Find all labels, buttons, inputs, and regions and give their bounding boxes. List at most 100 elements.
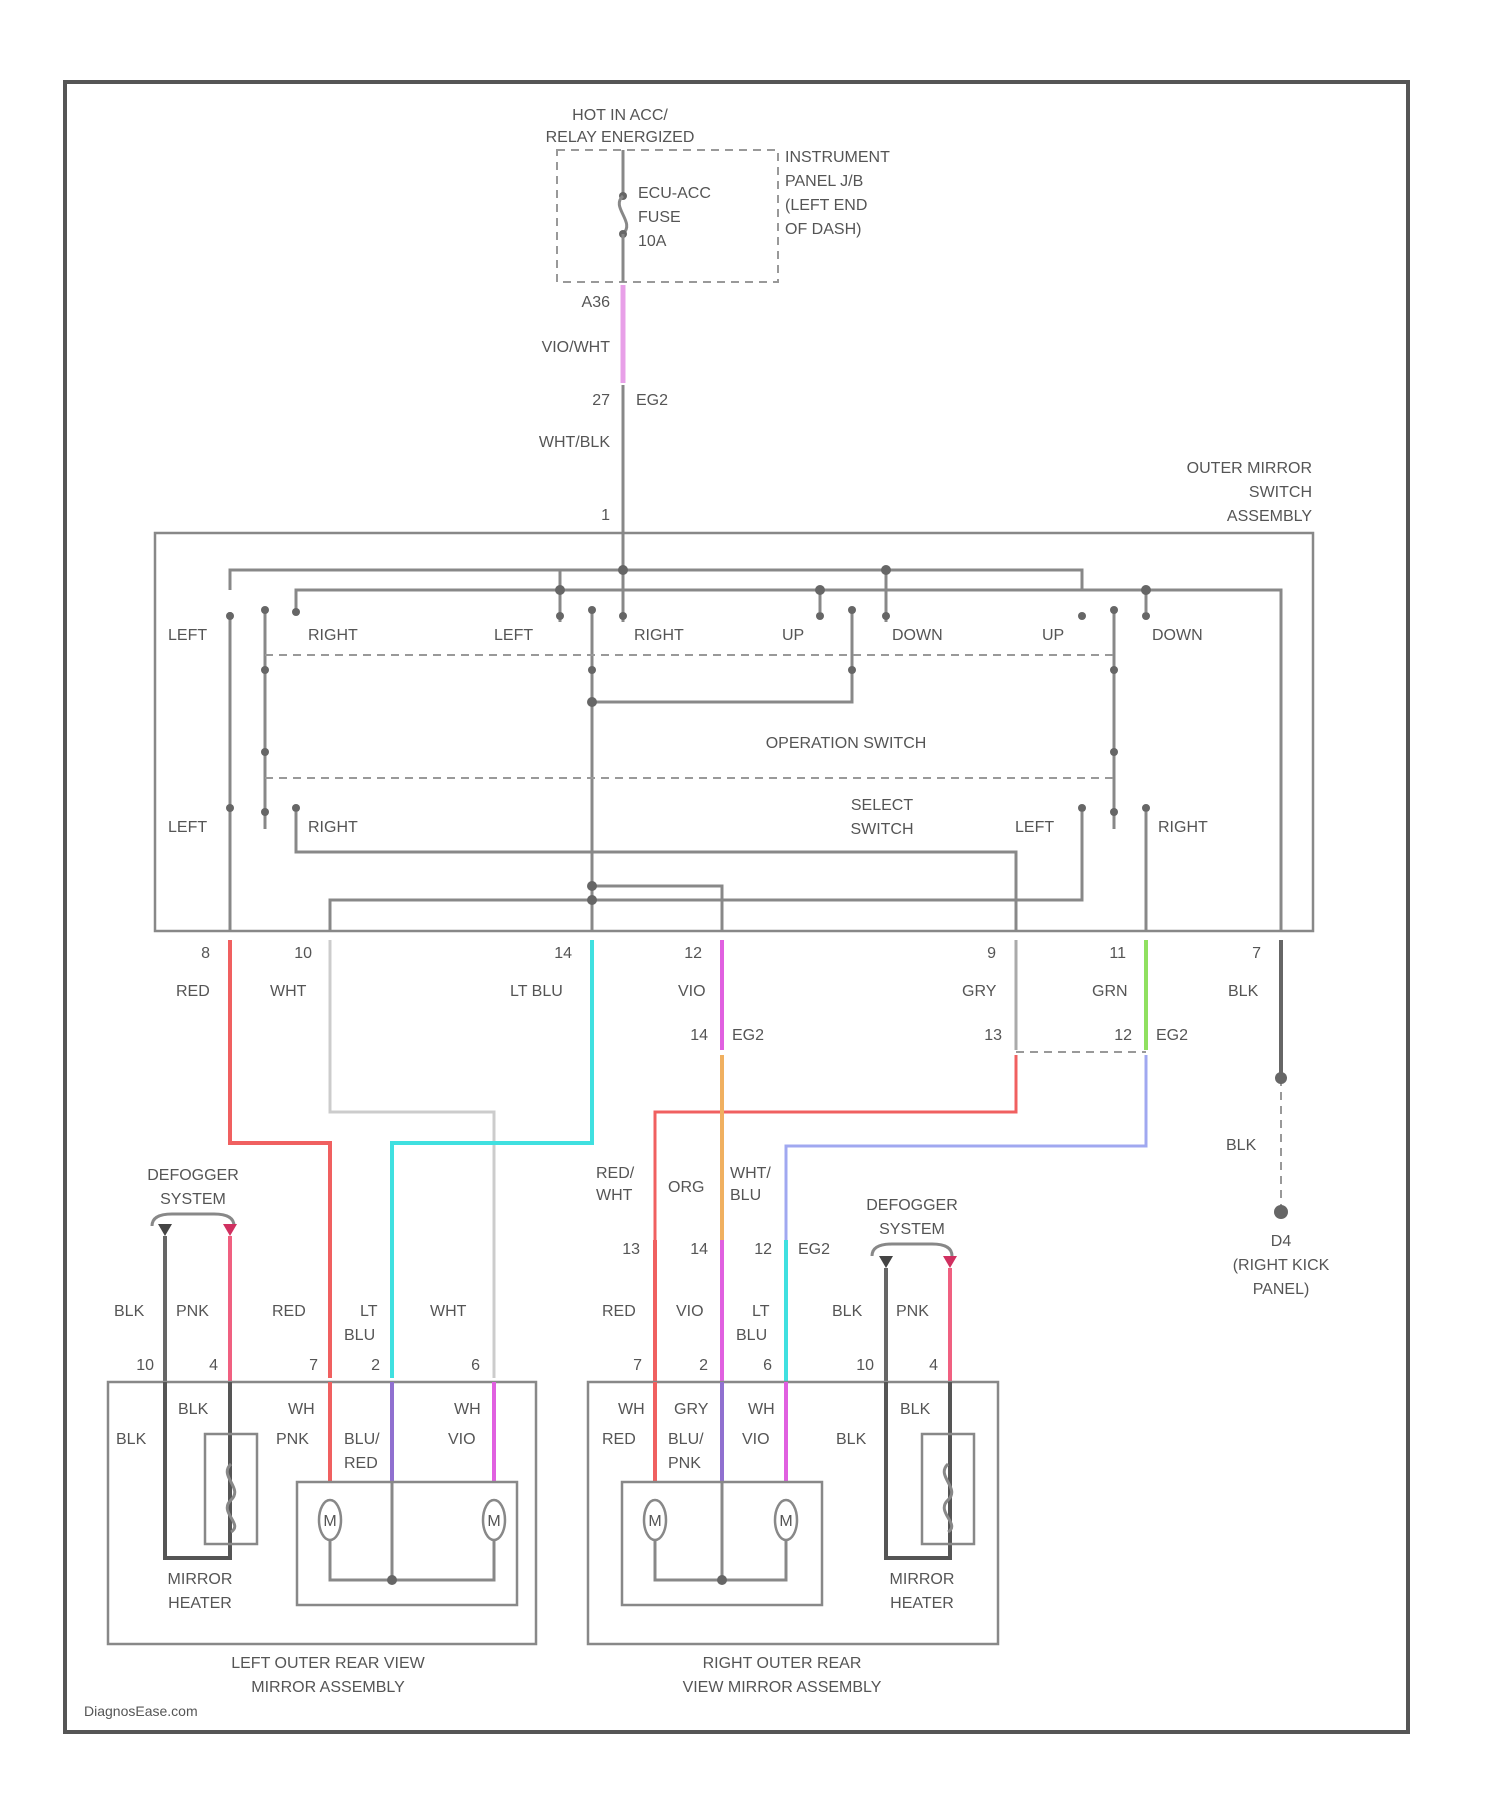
defogger-left-arrow-pnk xyxy=(223,1224,237,1236)
switch-internal-wiring xyxy=(230,533,1281,931)
wire-wht-blu-label-2: BLU xyxy=(730,1187,761,1204)
right-inner-blk-1: BLK xyxy=(900,1401,931,1418)
left-pin-6: 6 xyxy=(471,1357,480,1374)
left-pin-2: 2 xyxy=(371,1357,380,1374)
wire-blk-label-1: BLK xyxy=(1228,983,1259,1000)
right-motor-1-label: M xyxy=(648,1513,661,1530)
wire-wht-blu-right xyxy=(786,1055,1146,1240)
select-switch-label-2: SWITCH xyxy=(850,821,913,838)
left-heater-label-2: HEATER xyxy=(168,1595,232,1612)
operation-switch-label: OPERATION SWITCH xyxy=(766,735,927,752)
op-right-1: RIGHT xyxy=(308,627,358,644)
defogger-left-arrow-blk xyxy=(158,1224,172,1236)
fuse-symbol xyxy=(619,196,627,234)
right-inner-blu: BLU/ xyxy=(668,1431,704,1448)
select-switch-label-1: SELECT xyxy=(851,797,913,814)
connector-eg2-label-mid2: EG2 xyxy=(1156,1027,1188,1044)
right-vio-label: VIO xyxy=(676,1303,704,1320)
pin-10: 10 xyxy=(294,945,312,962)
left-inner-wh-1: WH xyxy=(288,1401,315,1418)
fuse-label-2: FUSE xyxy=(638,209,681,226)
right-pin-2: 2 xyxy=(699,1357,708,1374)
wire-lt-blu-label-1: LT BLU xyxy=(510,983,563,1000)
wire-blk-label-2: BLK xyxy=(1226,1137,1257,1154)
left-pin-4: 4 xyxy=(209,1357,218,1374)
wire-wht-left xyxy=(330,940,494,1378)
right-inner-wh-2: WH xyxy=(748,1401,775,1418)
op-left-2: LEFT xyxy=(494,627,533,644)
left-motor-common xyxy=(330,1540,494,1580)
left-inner-blk-1: BLK xyxy=(178,1401,209,1418)
pin-13-eg2: 13 xyxy=(984,1027,1002,1044)
ipjb-label-2: PANEL J/B xyxy=(785,173,863,190)
ground-loc-1: (RIGHT KICK xyxy=(1233,1257,1330,1274)
defogger-right-line2: SYSTEM xyxy=(879,1221,945,1238)
left-blu-label: BLU xyxy=(344,1327,375,1344)
left-pin-7: 7 xyxy=(309,1357,318,1374)
pin-7: 7 xyxy=(1252,945,1261,962)
pin-14-eg2: 14 xyxy=(690,1027,708,1044)
wire-wht-blk-label: WHT/BLK xyxy=(539,434,610,451)
select-left-2: LEFT xyxy=(1015,819,1054,836)
select-right-1: RIGHT xyxy=(308,819,358,836)
defogger-left-line2: SYSTEM xyxy=(160,1191,226,1208)
fuse-label-1: ECU-ACC xyxy=(638,185,711,202)
pin-12-right: 12 xyxy=(754,1241,772,1258)
right-inner-wh-1: WH xyxy=(618,1401,645,1418)
defogger-right-arrow-blk xyxy=(879,1256,893,1268)
right-red-label: RED xyxy=(602,1303,636,1320)
right-pin-6: 6 xyxy=(763,1357,772,1374)
op-right-2: RIGHT xyxy=(634,627,684,644)
wire-gry-label: GRY xyxy=(962,983,997,1000)
watermark: DiagnosEase.com xyxy=(84,1703,198,1719)
left-pin-10: 10 xyxy=(136,1357,154,1374)
hot-label-line2: RELAY ENERGIZED xyxy=(546,129,695,146)
right-blu-label: BLU xyxy=(736,1327,767,1344)
pin-11: 11 xyxy=(1109,945,1126,962)
ground-d4-label: D4 xyxy=(1271,1233,1292,1250)
left-wht-label: WHT xyxy=(430,1303,467,1320)
left-mirror-title-2: MIRROR ASSEMBLY xyxy=(251,1679,405,1696)
hot-label-line1: HOT IN ACC/ xyxy=(572,107,668,124)
left-pnk-label: PNK xyxy=(176,1303,209,1320)
right-pin-10: 10 xyxy=(856,1357,874,1374)
op-up-2: UP xyxy=(1042,627,1064,644)
pin-14: 14 xyxy=(554,945,572,962)
switch-title-3: ASSEMBLY xyxy=(1227,508,1312,525)
wire-vio-label-1: VIO xyxy=(678,983,706,1000)
op-left-1: LEFT xyxy=(168,627,207,644)
left-lt-label: LT xyxy=(360,1303,378,1320)
left-inner-red: RED xyxy=(344,1455,378,1472)
right-pin-4: 4 xyxy=(929,1357,938,1374)
pin-27-label: 27 xyxy=(592,392,610,409)
wire-red-label-1: RED xyxy=(176,983,210,1000)
pin-12-eg2: 12 xyxy=(1114,1027,1132,1044)
connector-eg2-label-mid1: EG2 xyxy=(732,1027,764,1044)
pin-9: 9 xyxy=(987,945,996,962)
left-motor-2-label: M xyxy=(487,1513,500,1530)
select-left-1: LEFT xyxy=(168,819,207,836)
right-inner-vio: VIO xyxy=(742,1431,770,1448)
defogger-left-line1: DEFOGGER xyxy=(147,1167,239,1184)
right-inner-blk-2: BLK xyxy=(836,1431,867,1448)
pin-14-right: 14 xyxy=(690,1241,708,1258)
connector-eg2-label-top: EG2 xyxy=(636,392,668,409)
ipjb-label-3: (LEFT END xyxy=(785,197,867,214)
right-blk-label: BLK xyxy=(832,1303,863,1320)
right-heater-label-2: HEATER xyxy=(890,1595,954,1612)
right-mirror-title-1: RIGHT OUTER REAR xyxy=(703,1655,862,1672)
wire-wht-blu-label-1: WHT/ xyxy=(730,1165,771,1182)
right-motor-common-dot xyxy=(717,1575,727,1585)
right-inner-red: RED xyxy=(602,1431,636,1448)
left-inner-vio: VIO xyxy=(448,1431,476,1448)
right-inner-pnk: PNK xyxy=(668,1455,701,1472)
switch-assembly-box xyxy=(155,533,1313,931)
left-motor-common-dot xyxy=(387,1575,397,1585)
left-motor-1-label: M xyxy=(323,1513,336,1530)
left-inner-blu: BLU/ xyxy=(344,1431,380,1448)
right-mirror-title-2: VIEW MIRROR ASSEMBLY xyxy=(683,1679,882,1696)
diagram-frame xyxy=(65,82,1408,1732)
wire-org-label: ORG xyxy=(668,1179,704,1196)
right-pnk-label: PNK xyxy=(896,1303,929,1320)
switch-contact-dots xyxy=(226,565,1151,905)
